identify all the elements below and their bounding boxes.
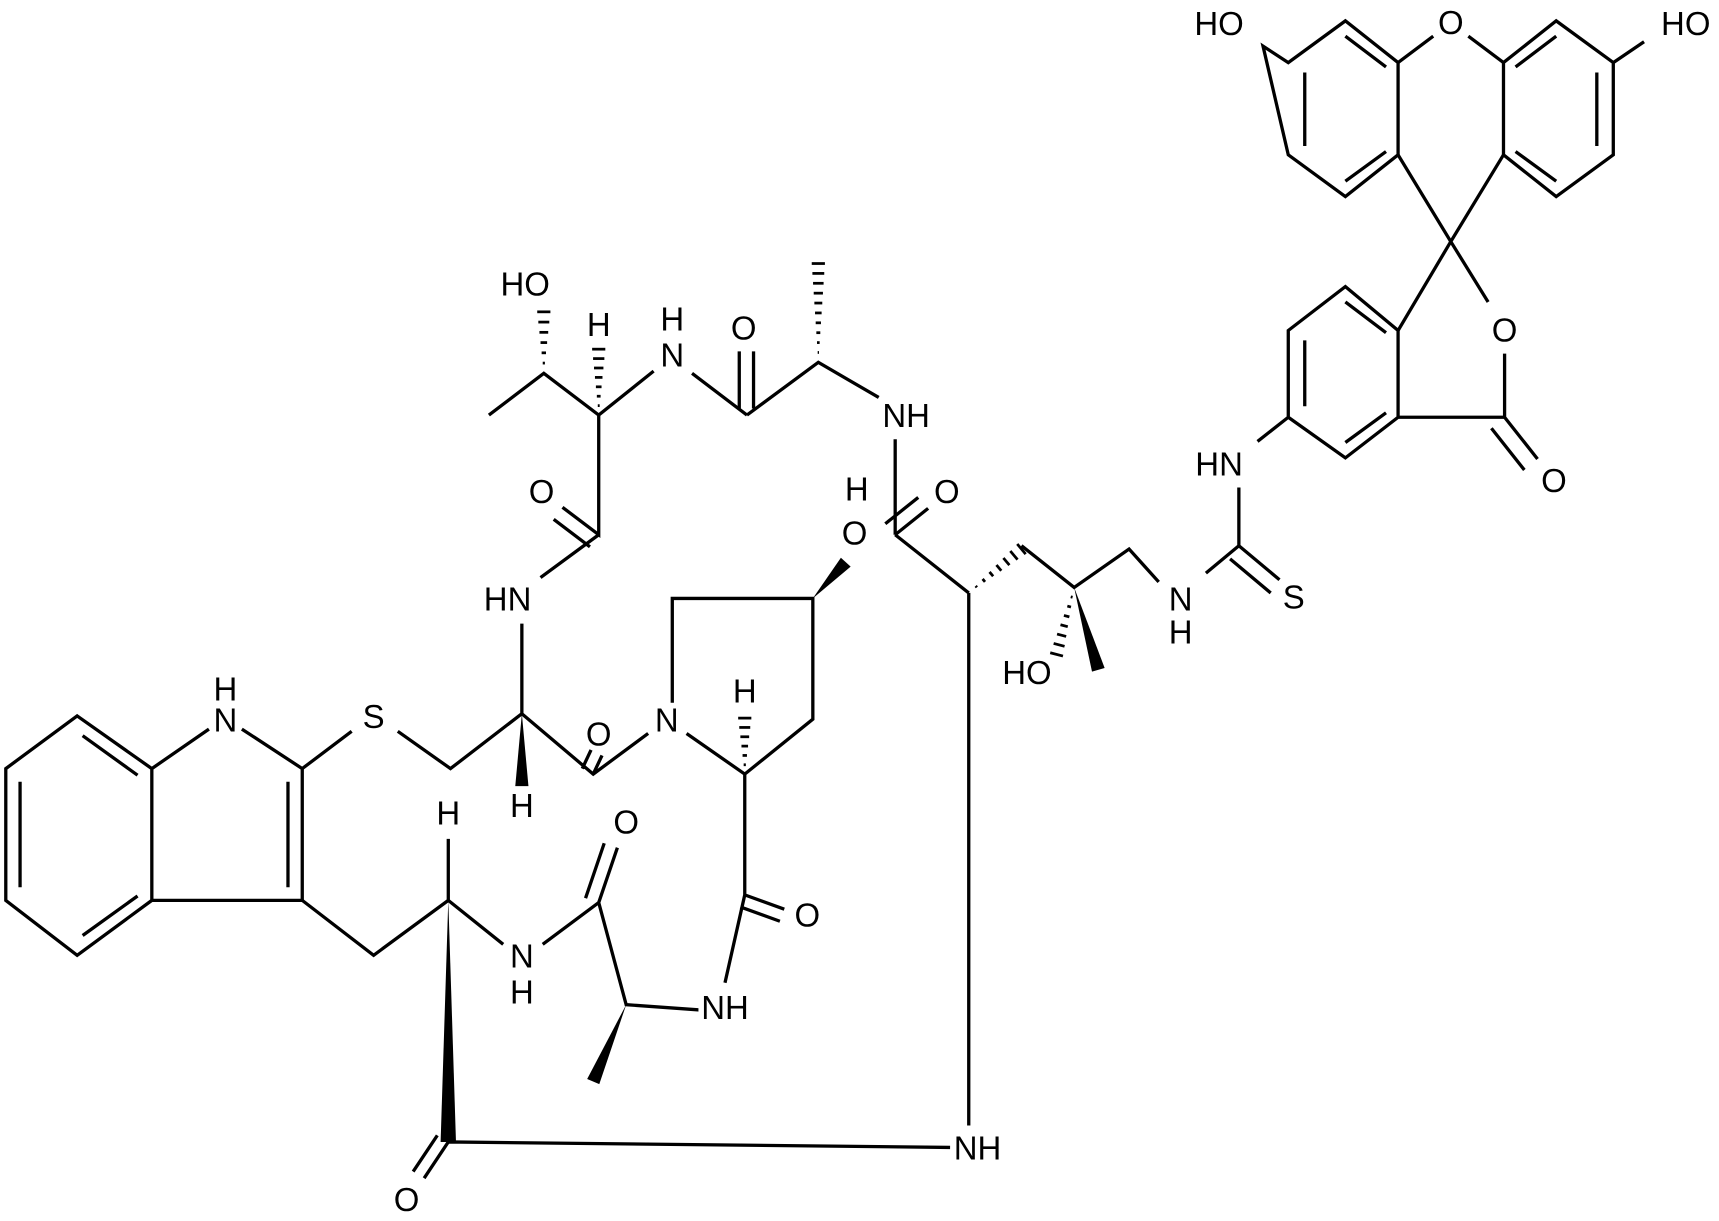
- atom-label-oxygen: O: [842, 515, 868, 552]
- atom-label-hydroxyl: HO: [1661, 5, 1710, 42]
- atom-label-hydroxyl: HO: [1194, 5, 1243, 42]
- xanthene-bridge: [1396, 34, 1505, 332]
- atom-label-oxygen: O: [1492, 311, 1518, 348]
- macrocycle-backbone: [301, 351, 930, 777]
- hash-mark: [974, 585, 978, 589]
- bold-wedge-bond: [812, 557, 851, 599]
- atom-labels: HO O HO O O HN S N H HO O NH H O O H N H…: [208, 0, 1716, 1221]
- hashed-wedge-bond: [592, 347, 606, 408]
- xanthene-right-ring: [1501, 18, 1645, 199]
- atom-label-amine: NH: [954, 1130, 1002, 1167]
- atom-label-hydrogen: H: [510, 787, 534, 824]
- atom-label-hydrogen: H: [1169, 613, 1193, 650]
- hash-mark: [1060, 623, 1069, 628]
- atom-label-amine: NH: [701, 989, 749, 1026]
- atom-label-amine: HN: [484, 580, 532, 617]
- atom-label-hydroxyl: HO: [500, 265, 549, 302]
- atom-label-oxygen: O: [1541, 462, 1567, 499]
- atom-label-nitrogen: N: [213, 701, 237, 738]
- hash-mark: [1056, 632, 1067, 638]
- wedge-shape: [587, 1004, 627, 1085]
- hashed-wedge-bond: [738, 716, 752, 767]
- atom-label-hydrogen: H: [436, 795, 460, 832]
- indole-ring: [4, 713, 304, 958]
- atom-label-nitrogen: N: [1169, 580, 1193, 617]
- stereo-bonds: [440, 262, 1105, 1142]
- hash-mark: [1009, 550, 1019, 561]
- atom-label-oxygen: O: [529, 473, 555, 510]
- atom-label-oxygen: O: [394, 1181, 420, 1218]
- hashed-wedge-bond: [1049, 595, 1073, 658]
- proline-ring: [301, 596, 951, 1180]
- wedge-shape: [515, 713, 529, 787]
- atom-label-amine: HN: [1195, 445, 1243, 482]
- bold-wedge-bond: [440, 900, 456, 1142]
- bold-wedge-bond: [515, 713, 529, 787]
- atom-label-oxygen: O: [1438, 4, 1464, 41]
- wedge-shape: [1074, 587, 1105, 672]
- atom-label-hydrogen: H: [510, 974, 534, 1011]
- atom-label-nitrogen: N: [660, 337, 684, 374]
- atom-label-oxygen: O: [586, 716, 612, 753]
- atom-label-oxygen: O: [934, 473, 960, 510]
- isobenzofuranone-ring: [1256, 284, 1539, 471]
- hashed-wedge-bond: [974, 543, 1027, 589]
- atom-label-hydroxyl: HO: [1002, 654, 1051, 691]
- hash-mark: [1063, 614, 1070, 619]
- hash-mark: [1053, 642, 1065, 648]
- hash-mark: [1066, 604, 1072, 609]
- hashed-wedge-bond: [537, 310, 551, 365]
- hash-mark: [995, 564, 1003, 572]
- atom-label-hydrogen: H: [733, 673, 757, 710]
- atom-label-sulfur: S: [1283, 578, 1305, 615]
- wedge-shape: [440, 900, 456, 1142]
- wedge-shape: [812, 557, 851, 599]
- hashed-wedge-bond: [811, 262, 825, 354]
- bold-wedge-bond: [1074, 587, 1105, 672]
- hash-mark: [1016, 543, 1027, 555]
- atom-label-sulfur: S: [363, 698, 385, 735]
- xanthene-left-ring: [1260, 18, 1400, 199]
- atom-label-oxygen: O: [795, 897, 821, 934]
- atom-label-amine: NH: [882, 397, 930, 434]
- atom-label-oxygen: O: [731, 309, 757, 346]
- hash-mark: [1002, 557, 1011, 567]
- atom-label-hydrogen: H: [587, 306, 611, 343]
- atom-label-oxygen: O: [613, 803, 639, 840]
- atom-label-hydrogen: H: [845, 471, 869, 508]
- bold-wedge-bond: [587, 1004, 627, 1085]
- hash-mark: [988, 571, 995, 578]
- hash-mark: [981, 578, 987, 583]
- atom-label-hydrogen: H: [660, 301, 684, 338]
- hash-mark: [1049, 651, 1064, 658]
- thiourea-linker: [894, 487, 1281, 1126]
- atom-label-hydrogen: H: [213, 671, 237, 708]
- atom-label-nitrogen: N: [510, 937, 534, 974]
- atom-label-nitrogen: N: [655, 701, 679, 738]
